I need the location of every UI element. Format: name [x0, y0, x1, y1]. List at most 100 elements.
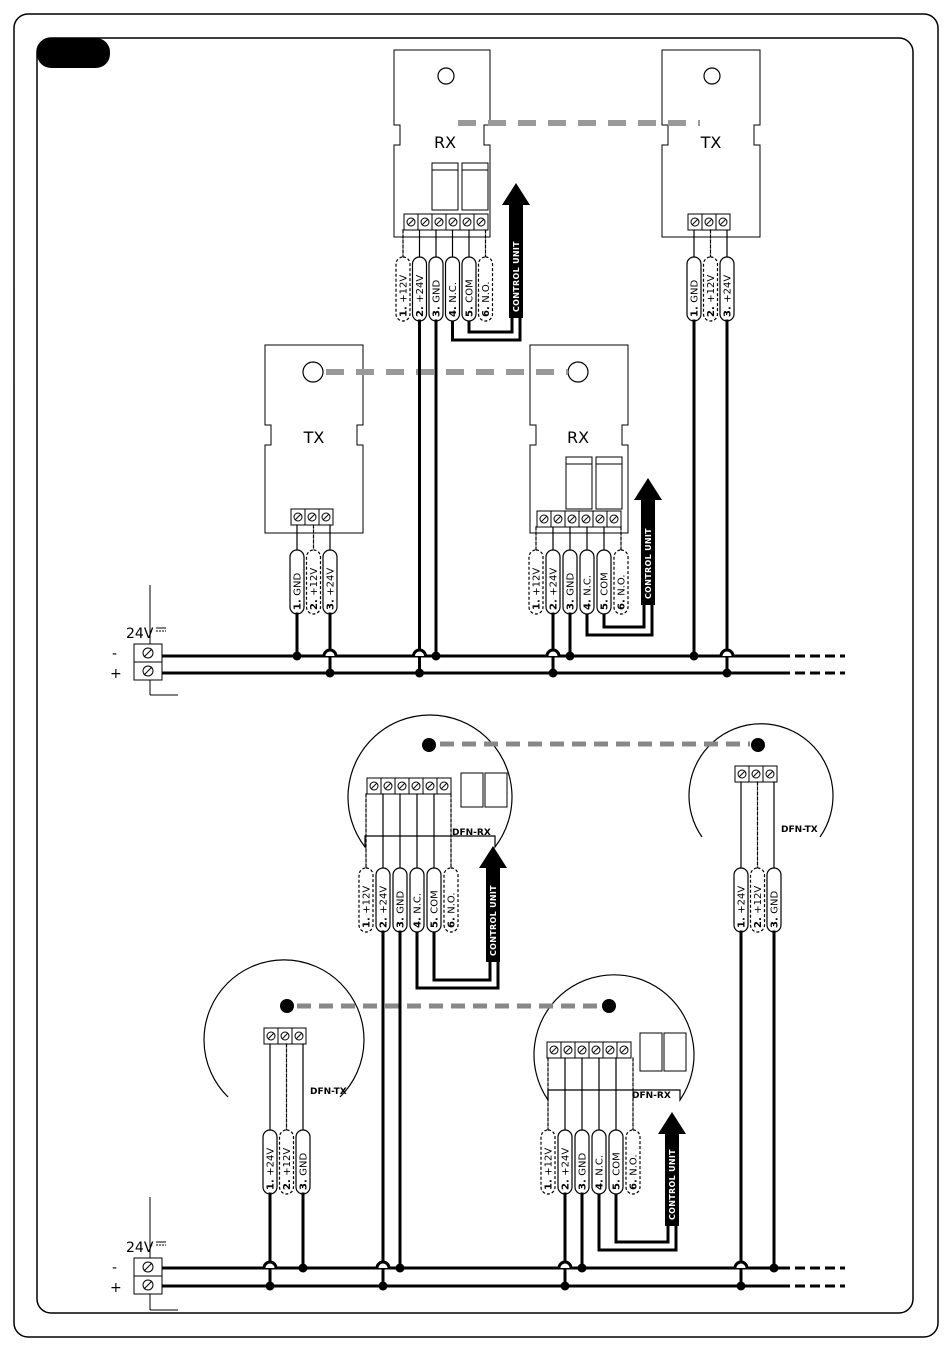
terminal-number: 5.: [430, 914, 441, 928]
terminal-number: 6.: [629, 1176, 640, 1190]
terminal-name: +12V: [753, 886, 764, 914]
top-rx-1-control-unit-arrow: CONTROL UNIT: [502, 183, 530, 318]
terminal-label-text: 1. GND: [293, 573, 304, 610]
bottom-dfn-tx-2-terminal-block: [263, 1027, 307, 1045]
screw-slot: [578, 1046, 586, 1054]
terminal-name: +24V: [549, 568, 560, 596]
terminal-name: N.C.: [448, 282, 459, 303]
screw-icon: [397, 781, 407, 791]
bottom-dfn-rx-2-nc-wire: [597, 1194, 678, 1252]
wire-crossover: [733, 1260, 749, 1269]
screw-icon: [294, 1031, 304, 1041]
screw-slot: [752, 770, 760, 778]
terminal-label-text: 3. GND: [432, 280, 443, 317]
bottom-dfn-rx-2-terminal-4: 4. N.C.: [591, 1129, 607, 1195]
screw-slot: [550, 1046, 558, 1054]
terminal-name: COM: [612, 1152, 623, 1175]
screw-slot: [295, 1032, 303, 1040]
bottom-supply-voltage: 24V: [126, 1240, 154, 1256]
bottom-dfn-rx-2-terminal-2: 2. +24V: [557, 1129, 573, 1195]
screw-slot: [463, 218, 471, 226]
terminal-name: +12V: [399, 275, 410, 303]
terminal-label-text: 1. +12V: [362, 886, 373, 928]
terminal-name: +24V: [561, 1148, 572, 1176]
screw-slot: [421, 218, 429, 226]
screw-icon: [539, 514, 549, 524]
top-rx-2-com-wire: [602, 605, 646, 629]
screw-icon: [439, 781, 449, 791]
screw-slot: [620, 1046, 628, 1054]
control-unit-label: CONTROL UNIT: [489, 885, 498, 956]
screw-icon: [577, 1045, 587, 1055]
screw-slot: [384, 782, 392, 790]
top-rx-2-terminal-5: 5. COM: [596, 549, 612, 615]
terminal-label-text: 2. +12V: [753, 886, 764, 928]
screw-slot: [582, 515, 590, 523]
wire-crossover: [322, 648, 338, 657]
terminal-name: GND: [690, 280, 701, 303]
bottom-dfn-rx-2: DFN-RX: [533, 974, 695, 1102]
terminal-name: N.O.: [629, 1154, 640, 1175]
terminal-name: GND: [299, 1153, 310, 1176]
screw-icon: [595, 514, 605, 524]
junction-dot: [415, 668, 424, 678]
terminal-label-capsule: [540, 1129, 556, 1195]
terminal-number: 5.: [465, 303, 476, 317]
top-rx-1-nc-wire: [451, 300, 522, 342]
screw-icon: [609, 514, 619, 524]
junction-dot: [548, 668, 558, 678]
terminal-number: 1.: [532, 596, 543, 610]
screw-icon: [553, 514, 563, 524]
bottom-dfn-rx-1-nc-wire: [415, 932, 500, 990]
bottom-dfn-rx-1-control-unit-arrow: CONTROL UNIT: [479, 846, 507, 962]
wire-crossover: [719, 648, 735, 657]
bottom-dfn-rx-1-label: DFN-RX: [452, 828, 491, 838]
top-tx-2: TX: [264, 344, 364, 534]
top-tx-2-terminal-block: [290, 508, 334, 526]
junction-dot: [292, 651, 302, 661]
terminal-name: +12V: [282, 1148, 293, 1176]
terminal-number: 6.: [481, 303, 492, 317]
terminal-label-text: 1. +12V: [544, 1148, 555, 1190]
top-tx-1-terminal-block: [687, 213, 731, 231]
screw-icon: [704, 217, 714, 227]
bottom-dfn-rx-1-terminal-4: 4. N.C.: [409, 867, 425, 933]
screw-icon: [690, 217, 700, 227]
wire-crossover: [375, 1260, 391, 1269]
control-unit-label: CONTROL UNIT: [644, 528, 653, 599]
terminal-name: +12V: [532, 568, 543, 596]
bottom-dfn-tx-1-terminal-1: 1. +24V: [733, 867, 749, 933]
terminal-number: 2.: [282, 1176, 293, 1190]
terminal-number: 5.: [612, 1176, 623, 1190]
top-rx-2-terminal-4: 4. N.C.: [579, 549, 595, 615]
terminal-label-capsule: [358, 867, 374, 933]
terminal-label-text: 3. +24V: [723, 275, 734, 317]
bottom-plus-label: +: [110, 1280, 122, 1296]
terminal-name: N.C.: [583, 575, 594, 596]
terminal-name: COM: [465, 279, 476, 302]
terminal-number: 3.: [723, 303, 734, 317]
terminal-number: 2.: [415, 303, 426, 317]
terminal-label-text: 6. N.O.: [617, 574, 628, 610]
top-rx-2-nc-wire: [585, 605, 654, 637]
terminal-number: 1.: [399, 303, 410, 317]
screw-slot: [564, 1046, 572, 1054]
screw-icon: [563, 1045, 573, 1055]
wire-crossover: [412, 648, 427, 657]
top-tx-2-terminal-2: 2. +12V: [305, 549, 322, 615]
terminal-number: 1.: [544, 1176, 555, 1190]
bottom-dfn-tx-1-terminal-3: 3. GND: [766, 867, 782, 933]
top-rx-2-terminal-1: 1. +12V: [528, 549, 544, 615]
screw-slot: [435, 218, 443, 226]
screw-slot: [398, 782, 406, 790]
terminal-label-text: 2. +12V: [706, 275, 717, 317]
terminal-name: +24V: [326, 568, 337, 596]
bottom-dfn-tx-2-terminal-1: 1. +24V: [262, 1129, 278, 1195]
terminal-name: +12V: [706, 275, 717, 303]
top-tx-1-terminal-2: 2. +12V: [702, 256, 719, 322]
screw-icon: [567, 514, 577, 524]
terminal-number: 3.: [566, 596, 577, 610]
terminal-label-text: 4. N.C.: [583, 575, 594, 610]
screw-icon: [307, 512, 317, 522]
terminal-label-text: 5. COM: [465, 279, 476, 317]
